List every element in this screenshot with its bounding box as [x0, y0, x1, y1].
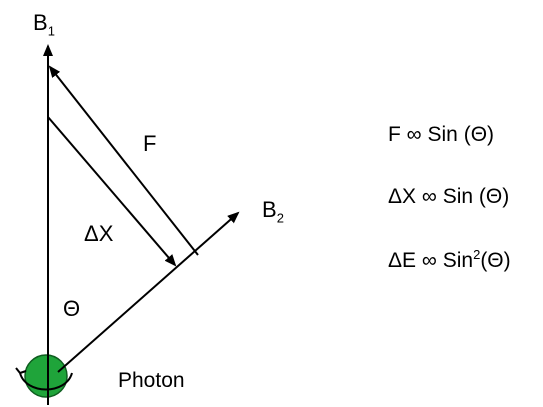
photon-sphere — [15, 354, 73, 398]
f-arrow — [48, 65, 199, 256]
equation-force: F ∞ Sin (Θ) — [388, 123, 495, 146]
b2-axis-arrow — [57, 211, 240, 373]
theta-label: Θ — [63, 296, 81, 321]
photon-label: Photon — [118, 369, 185, 392]
b1-label: B1 — [33, 10, 55, 39]
delta-x-label: ΔX — [84, 221, 114, 246]
b2-label: B2 — [262, 197, 284, 226]
equation-displacement: ΔX ∞ Sin (Θ) — [388, 185, 510, 208]
equation-energy: ΔE ∞ Sin2(Θ) — [388, 247, 511, 272]
f-label: F — [143, 131, 157, 156]
delta-x-arrow — [47, 116, 177, 267]
